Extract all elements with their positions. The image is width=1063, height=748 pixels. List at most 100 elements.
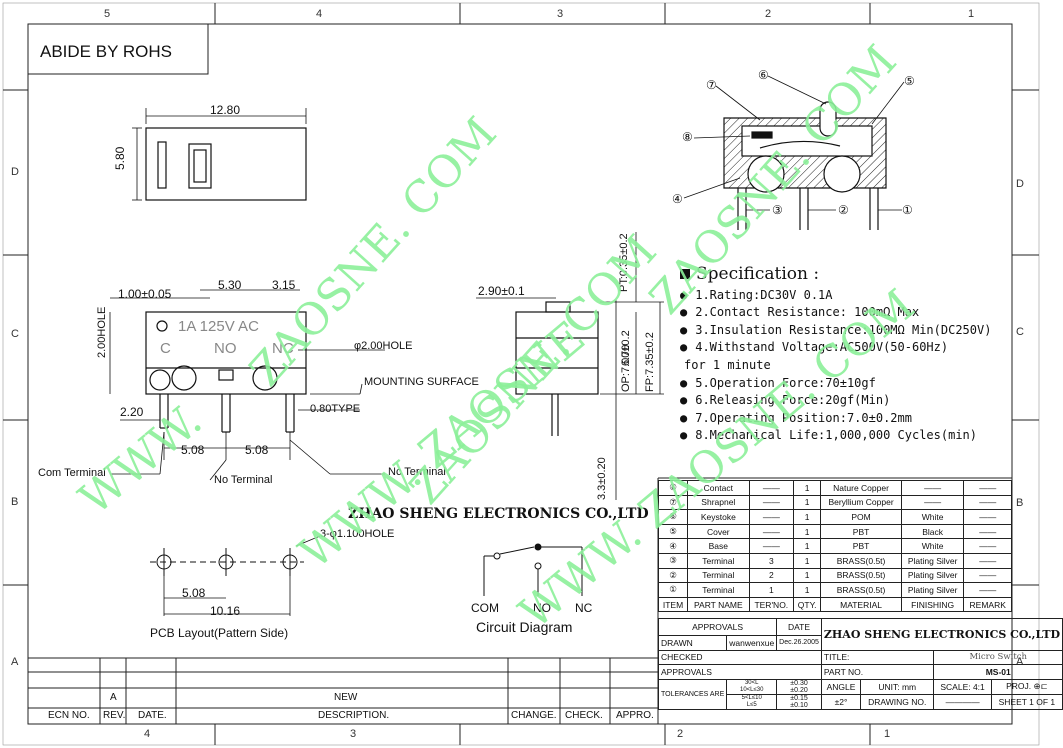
company-name: ZHAO SHENG ELECTRONICS CO.,LTD — [348, 506, 649, 522]
pcb-holes: 3-φ1.100HOLE — [320, 528, 395, 540]
company-title: ZHAO SHENG ELECTRONICS CO.,LTD — [820, 618, 1063, 651]
tol-value: ±0.30 — [790, 679, 808, 687]
rev-value: A — [110, 692, 117, 703]
dim-hole: φ2.00HOLE — [354, 340, 413, 352]
zone-top-5: 5 — [104, 8, 111, 20]
no-terminal-label: No Terminal — [214, 474, 273, 486]
bom-cell: ⑤ — [657, 523, 689, 540]
circuit-no: NO — [533, 601, 551, 615]
bom-header-cell: MATERIAL — [820, 596, 902, 613]
bom-cell: Cover — [687, 523, 750, 540]
zone-bottom-1: 1 — [884, 728, 891, 740]
nc-terminal-label: Nc Terminal — [388, 466, 446, 478]
bom-header-cell: PART NAME — [687, 596, 750, 613]
bom-cell: —— — [963, 582, 1012, 598]
bom-cell: BRASS(0.5t) — [820, 567, 902, 584]
bom-cell: —— — [748, 509, 795, 525]
bom-cell: Terminal — [687, 582, 750, 598]
bom-cell: 1 — [793, 509, 822, 525]
proj-text: PROJ. — [1006, 681, 1032, 692]
rohs-note: ABIDE BY ROHS — [40, 42, 172, 61]
circuit-diagram — [483, 543, 583, 596]
bom-cell: ⑦ — [657, 494, 689, 511]
zone-bottom-2: 2 — [677, 728, 684, 740]
bom-cell: 1 — [793, 552, 822, 569]
proj-label: PROJ. ⊕⊏ — [990, 678, 1063, 695]
rev-header-date: DATE. — [138, 710, 167, 721]
tol-value: ±0.10 — [790, 701, 808, 709]
bom-cell: ① — [657, 582, 689, 598]
bom-cell: PBT — [820, 523, 902, 540]
zone-left-a: A — [11, 656, 19, 668]
tol-range: 30<L — [744, 679, 759, 686]
zone-right-b: B — [1016, 497, 1024, 509]
inner-border — [27, 23, 1013, 725]
spec-item: 6.Releasing Force:20gf(Min) — [680, 392, 991, 410]
dim-pt: PT:0.35±0.2 — [618, 233, 630, 292]
bom-cell: 1 — [793, 567, 822, 584]
title-label: TITLE: — [820, 649, 935, 666]
bom-header-cell: ITEM — [657, 596, 689, 613]
pcb-layout — [150, 535, 321, 616]
bom-cell: Plating Silver — [900, 552, 965, 569]
spec-item: for 1 minute — [684, 357, 771, 372]
desc-value: NEW — [334, 692, 358, 703]
spec-title: Specification : — [680, 265, 991, 284]
spec-item: 4.Withstand Voltage:AC500V(50-60Hz) — [680, 339, 991, 357]
bom-cell: POM — [820, 509, 902, 525]
rev-header-check: CHECK. — [565, 710, 603, 721]
approvals-label: APPROVALS — [657, 618, 778, 636]
body-no: NO — [214, 340, 237, 357]
callout-6: ⑥ — [758, 68, 769, 82]
bom-cell: Beryllium Copper — [820, 494, 902, 511]
bom-cell: BRASS(0.5t) — [820, 552, 902, 569]
bom-cell: —— — [963, 567, 1012, 584]
spec-item: 5.Operation Force:70±10gf — [680, 375, 991, 393]
title-value: Micro Switch — [933, 649, 1063, 666]
bom-cell: Contact — [687, 480, 750, 496]
dim-2-20: 2.20 — [120, 405, 144, 419]
bom-cell: 1 — [793, 494, 822, 511]
drawn-label: DRAWN — [657, 635, 728, 651]
spec-item: 7.Operating Position:7.0±0.2mm — [680, 410, 991, 428]
bom-cell: —— — [963, 538, 1012, 554]
part-label: PART NO. — [820, 664, 935, 680]
tol-range: L≤5 — [746, 701, 757, 708]
zone-top-3: 3 — [557, 8, 564, 20]
rev-header-description: DESCRIPTION. — [318, 710, 390, 721]
callout-7: ⑦ — [706, 78, 717, 92]
bom-cell: —— — [748, 538, 795, 554]
projection-icon: ⊕⊏ — [1033, 681, 1048, 692]
bom-cell: Plating Silver — [900, 567, 965, 584]
bom-cell: —— — [963, 552, 1012, 569]
pcb-dim-2: 10.16 — [210, 604, 241, 618]
cross-section — [683, 75, 905, 230]
tol-ranges: 30<L 10<L≤30 — [726, 678, 778, 695]
bom-cell: ④ — [657, 538, 689, 554]
dim-hole-height: 2.00HOLE — [96, 306, 108, 358]
pcb-caption: PCB Layout(Pattern Side) — [150, 626, 289, 640]
circuit-caption: Circuit Diagram — [476, 619, 573, 635]
callout-2: ② — [838, 203, 849, 217]
bom-cell: Nature Copper — [820, 480, 902, 496]
bom-cell: Black — [900, 523, 965, 540]
circuit-nc: NC — [575, 601, 593, 615]
zone-top-1: 1 — [968, 8, 975, 20]
dim-080type: 0.80TYPE — [310, 403, 361, 415]
bom-cell: 1 — [793, 523, 822, 540]
zone-bottom-4: 4 — [144, 728, 151, 740]
zone-top-4: 4 — [316, 8, 323, 20]
checked-label: CHECKED — [658, 649, 822, 666]
bom-header-cell: QTY. — [793, 596, 822, 613]
bom-cell: ② — [657, 567, 689, 584]
callout-3: ③ — [772, 203, 783, 217]
bom-cell: 1 — [748, 582, 795, 598]
bom-header-cell: REMARK — [963, 596, 1012, 613]
bom-cell: —— — [748, 494, 795, 511]
bom-cell: Terminal — [687, 552, 750, 569]
tol-range: 5<L≤10 — [741, 694, 762, 701]
